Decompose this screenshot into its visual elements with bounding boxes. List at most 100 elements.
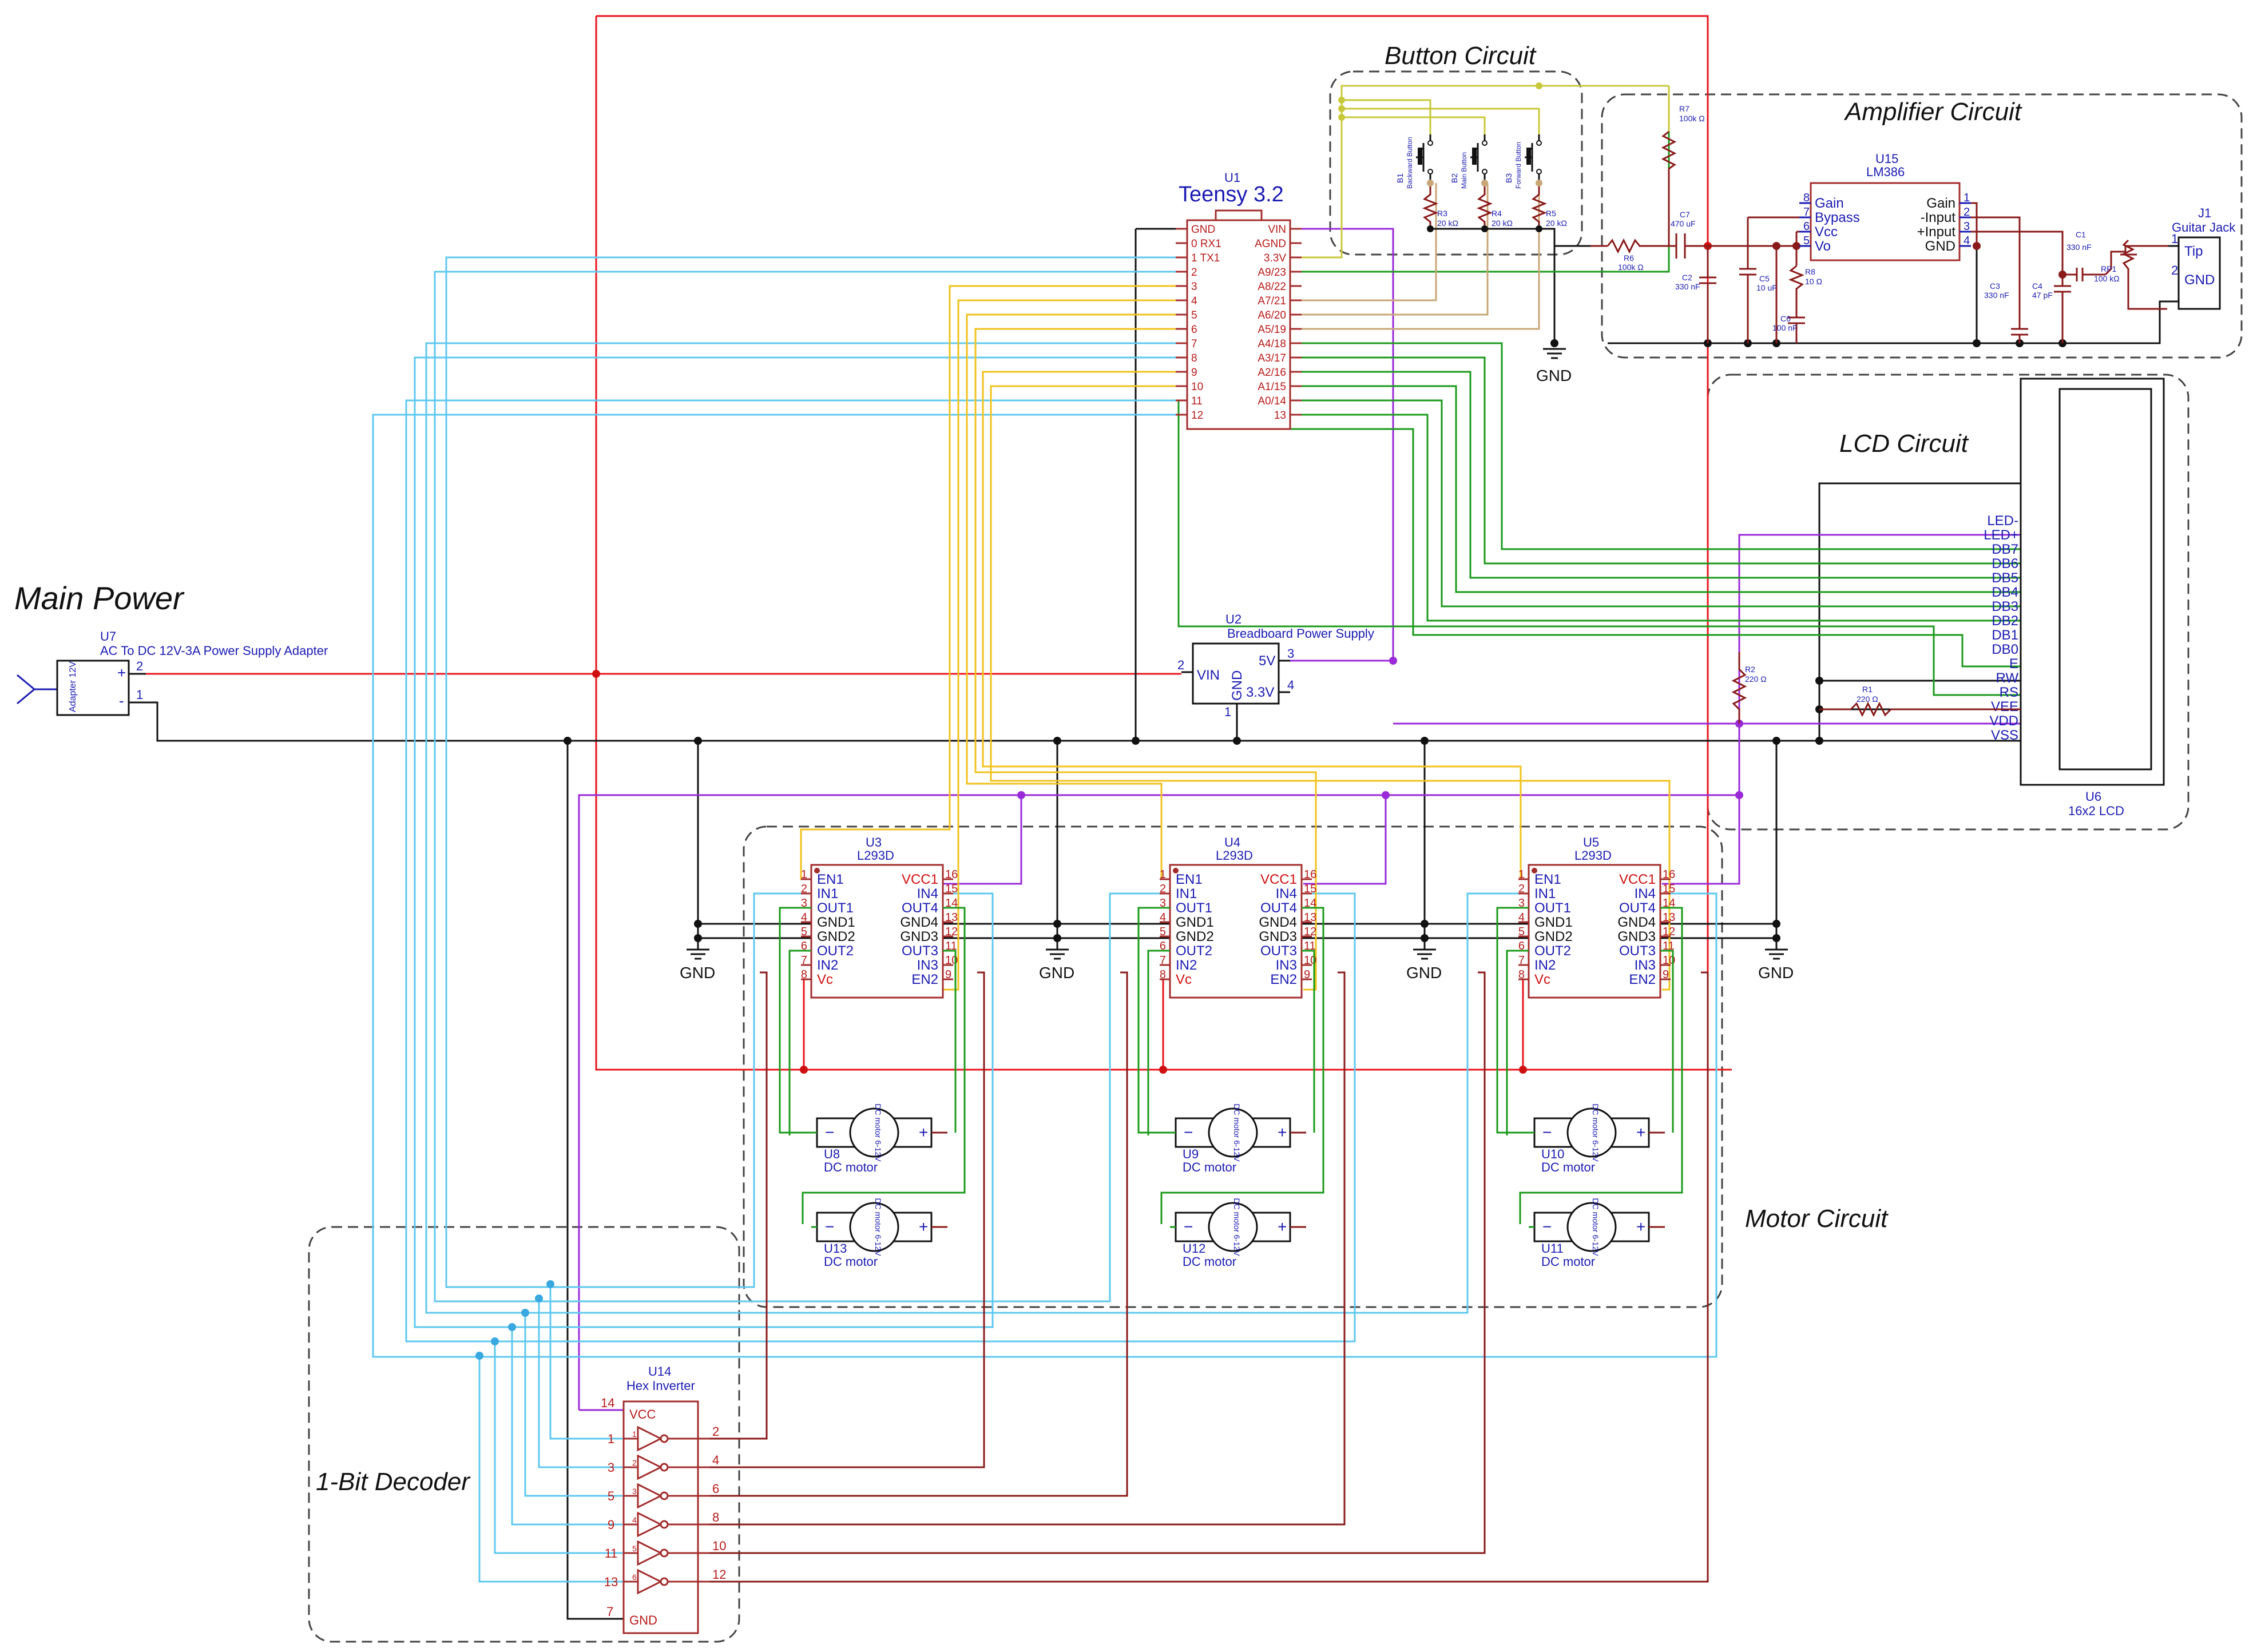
u3-lnum-6: 7	[801, 954, 807, 967]
r5-ref: R5	[1546, 209, 1556, 218]
r1-value: 220 Ω	[1857, 694, 1878, 704]
u3-rpin-6: IN3	[917, 958, 938, 973]
u4-lnum-3: 4	[1160, 911, 1166, 924]
u1-right-pin-11: A1/15	[1258, 381, 1286, 393]
purple-junctions	[1017, 657, 1743, 799]
u4-lnum-5: 6	[1160, 940, 1166, 952]
u4-rpin-6: IN3	[1276, 958, 1297, 973]
u14-gate-4: 4	[632, 1515, 637, 1524]
u4-lpin-5: OUT2	[1176, 943, 1212, 959]
c2-ref: C2	[1682, 273, 1692, 282]
motor-icon	[1566, 1107, 1617, 1158]
motor-plus: +	[1636, 1123, 1645, 1141]
u2-pin4: 4	[1287, 678, 1294, 692]
u5-rpin-3: GND4	[1617, 915, 1656, 930]
u15-right-num-1: 2	[1964, 206, 1970, 219]
motor-icon	[1208, 1107, 1258, 1158]
u5-lnum-2: 3	[1518, 897, 1525, 910]
u4-rnum-2: 14	[1304, 897, 1316, 910]
motor-u8-name: DC motor	[824, 1160, 878, 1174]
motor-u12-name: DC motor	[1183, 1254, 1236, 1269]
motor-u10-ref: U10	[1541, 1147, 1564, 1161]
u14-in-5: 5	[608, 1489, 614, 1503]
u4-lpin-6: IN2	[1176, 958, 1197, 973]
u4-lnum-6: 7	[1160, 954, 1166, 967]
motor-u13-name: DC motor	[824, 1254, 878, 1269]
u4-lpin-7: Vc	[1176, 972, 1192, 987]
gnd-label-4: GND	[1758, 964, 1794, 982]
red-junctions	[592, 242, 1712, 1074]
u3-lnum-2: 3	[801, 897, 807, 910]
u3-lpin-6: IN2	[817, 958, 838, 973]
r3-value: 20 kΩ	[1437, 219, 1458, 228]
u5-rpin-0: VCC1	[1619, 872, 1656, 887]
lcd-pin-rw: RW	[1996, 670, 2018, 686]
u1-right-pin-1: AGND	[1255, 238, 1286, 250]
button-b3-ref: B3	[1504, 173, 1513, 183]
u5-lnum-4: 5	[1518, 926, 1525, 938]
motor-icon	[849, 1202, 899, 1252]
u15-left-pin-1: Bypass	[1815, 210, 1860, 225]
u1-ref: U1	[1224, 170, 1240, 185]
r6-value: 100k Ω	[1618, 263, 1644, 272]
motor-u12-ref: U12	[1183, 1241, 1205, 1256]
red-12v-wires	[146, 15, 1732, 1071]
motor-u10-name: DC motor	[1541, 1160, 1595, 1174]
motor-icon	[1566, 1202, 1617, 1252]
u4-rpin-0: VCC1	[1260, 872, 1297, 887]
r8-ref: R8	[1805, 267, 1815, 276]
u1-left-pin-3: 2	[1191, 267, 1197, 279]
lcd-pin-db7: DB7	[1992, 542, 2018, 557]
motor-plus: +	[1278, 1123, 1287, 1141]
u1-right-pin-7: A5/19	[1258, 324, 1286, 336]
lcd-pin-e: E	[2009, 656, 2018, 672]
button-b1-ref: B1	[1395, 173, 1405, 183]
u1-right-pin-12: A0/14	[1258, 395, 1286, 407]
motor-plus: +	[919, 1123, 928, 1141]
amplifier-components: R7 100k Ω R6 100k Ω C7 470 uF C2 330 nF …	[1590, 104, 2236, 343]
olive-junctions	[1338, 82, 1542, 121]
u3-lnum-7: 8	[801, 968, 807, 981]
u15-left-pin-2: Vcc	[1815, 224, 1838, 240]
lcd-pin-vss: VSS	[1991, 728, 2018, 743]
u7-plus: +	[117, 664, 126, 681]
u4-lnum-2: 3	[1160, 897, 1166, 910]
lcd-pin-db4: DB4	[1992, 585, 2018, 600]
u5-rnum-0: 16	[1663, 868, 1675, 881]
u5-lnum-6: 7	[1518, 954, 1525, 967]
u14-out-10: 10	[712, 1539, 726, 1553]
u1-left-pin-1: 0 RX1	[1191, 238, 1221, 250]
motor-minus: −	[1542, 1123, 1552, 1141]
r5-value: 20 kΩ	[1546, 219, 1567, 228]
u3-rpin-3: GND4	[900, 915, 938, 930]
u5-lpin-5: OUT2	[1534, 943, 1571, 959]
u4-rpin-7: EN2	[1270, 972, 1297, 987]
ac-plug-icon	[17, 674, 57, 705]
u14-pin7: 7	[606, 1605, 613, 1619]
u1-right-pin-9: A3/17	[1258, 352, 1286, 364]
lcd-circuit-title: LCD Circuit	[1839, 430, 1969, 458]
gnd-label-2: GND	[1039, 964, 1074, 982]
u14-in-3: 3	[608, 1460, 614, 1475]
j1-ref: J1	[2198, 206, 2211, 220]
u5-lpin-3: GND1	[1534, 915, 1573, 930]
u2-pin3: 3	[1287, 646, 1294, 661]
rp1-value: 100 kΩ	[2094, 274, 2120, 283]
u3-lnum-5: 6	[801, 940, 807, 952]
gnd-label-3: GND	[1406, 964, 1442, 982]
r1-ref: R1	[1862, 685, 1873, 694]
motor-u11-name: DC motor	[1541, 1254, 1595, 1269]
u3-rpin-1: IN4	[917, 886, 938, 902]
motor-inner-label: DC motor 6-12V	[874, 1198, 883, 1256]
u4-rnum-5: 11	[1304, 940, 1316, 952]
u1-left-pin-11: 10	[1191, 381, 1203, 393]
motor-u9-ref: U9	[1183, 1147, 1199, 1161]
